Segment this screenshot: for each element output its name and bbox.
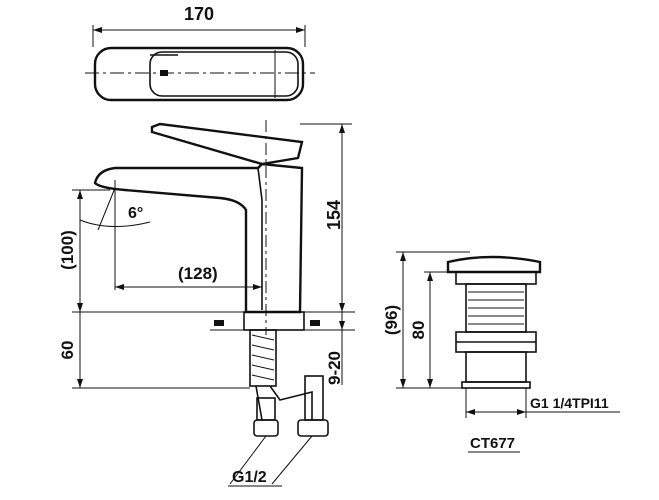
drain-model: CT677 — [470, 435, 515, 452]
dim-height-total: 154 — [324, 200, 344, 230]
drain-view — [396, 251, 620, 453]
dim-angle: 6° — [128, 205, 143, 222]
dim-spout-reach: (128) — [178, 264, 218, 283]
dim-deck-thickness: 9-20 — [325, 351, 344, 385]
faucet-side-view — [72, 120, 355, 487]
dim-spout-height: (100) — [58, 230, 77, 270]
drain-dim-body-height: 80 — [409, 321, 428, 340]
faucet-top-view — [85, 25, 315, 102]
dim-top-width: 170 — [184, 4, 214, 24]
dim-pipe-thread: G1/2 — [232, 469, 267, 486]
drain-dim-height-total: (96) — [382, 305, 401, 335]
drain-thread: G1 1/4TPI11 — [530, 395, 609, 411]
dim-below-deck: 60 — [58, 341, 77, 360]
